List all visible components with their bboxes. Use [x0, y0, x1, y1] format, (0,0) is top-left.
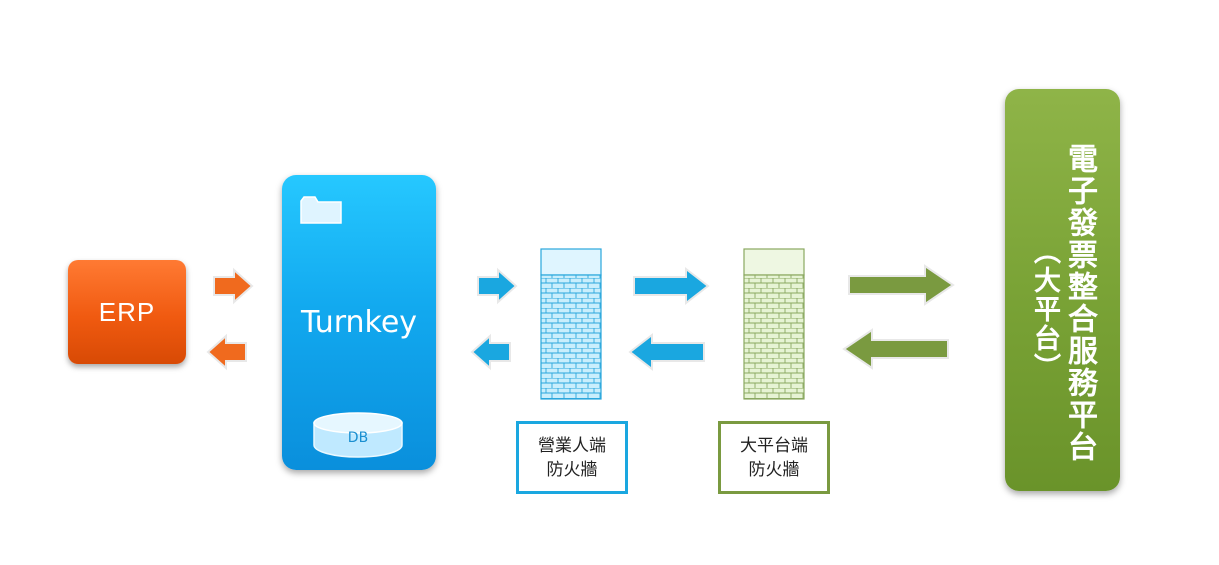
turnkey-node: Turnkey DB: [282, 175, 436, 470]
arrow-firewall-back: [628, 332, 705, 372]
business-firewall-label-line2: 防火牆: [546, 459, 598, 480]
arrow-turnkey-to-erp: [206, 333, 247, 371]
platform-firewall-label: 大平台端 防火牆: [718, 421, 830, 494]
folder-icon: [300, 196, 342, 224]
arrow-firewall-to-firewall: [633, 266, 710, 306]
arrow-erp-to-turnkey: [213, 267, 254, 305]
platform-firewall-label-line2: 防火牆: [748, 459, 800, 480]
db-label: DB: [347, 430, 369, 446]
firewall-icon: [743, 248, 805, 400]
database-icon: [313, 412, 403, 458]
arrow-firewall-to-turnkey: [470, 333, 511, 371]
e-invoice-platform-node: 電子發票整合服務平台 （大平台）: [1005, 89, 1120, 491]
turnkey-label: Turnkey: [300, 305, 418, 340]
erp-label: ERP: [98, 296, 156, 327]
arrow-turnkey-to-firewall: [477, 267, 518, 305]
firewall-icon: [540, 248, 602, 400]
platform-firewall-label-line1: 大平台端: [740, 435, 808, 456]
business-firewall-label: 營業人端 防火牆: [516, 421, 628, 494]
platform-alias: （大平台）: [1029, 237, 1060, 382]
arrow-platform-to-firewall: [842, 328, 949, 370]
business-firewall-label-line1: 營業人端: [538, 435, 606, 456]
platform-name: 電子發票整合服務平台: [1062, 143, 1097, 463]
erp-node: ERP: [68, 260, 186, 364]
arrow-firewall-to-platform: [848, 264, 955, 306]
